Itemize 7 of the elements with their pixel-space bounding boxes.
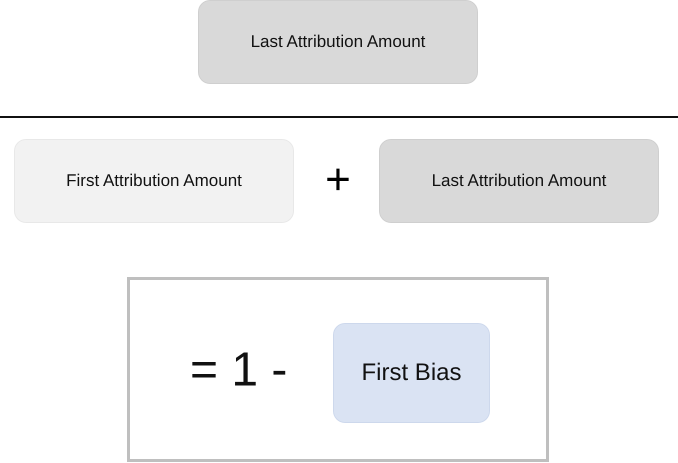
amount-box: Last Attribution Amount — [379, 139, 659, 223]
amount-box: Last Attribution Amount — [198, 0, 478, 84]
plus-sign: + — [324, 155, 352, 205]
formula-box — [127, 277, 549, 462]
amount-box: First Attribution Amount — [14, 139, 294, 223]
formula-text: = 1 - — [190, 342, 288, 397]
bias-box: First Bias — [333, 323, 490, 423]
